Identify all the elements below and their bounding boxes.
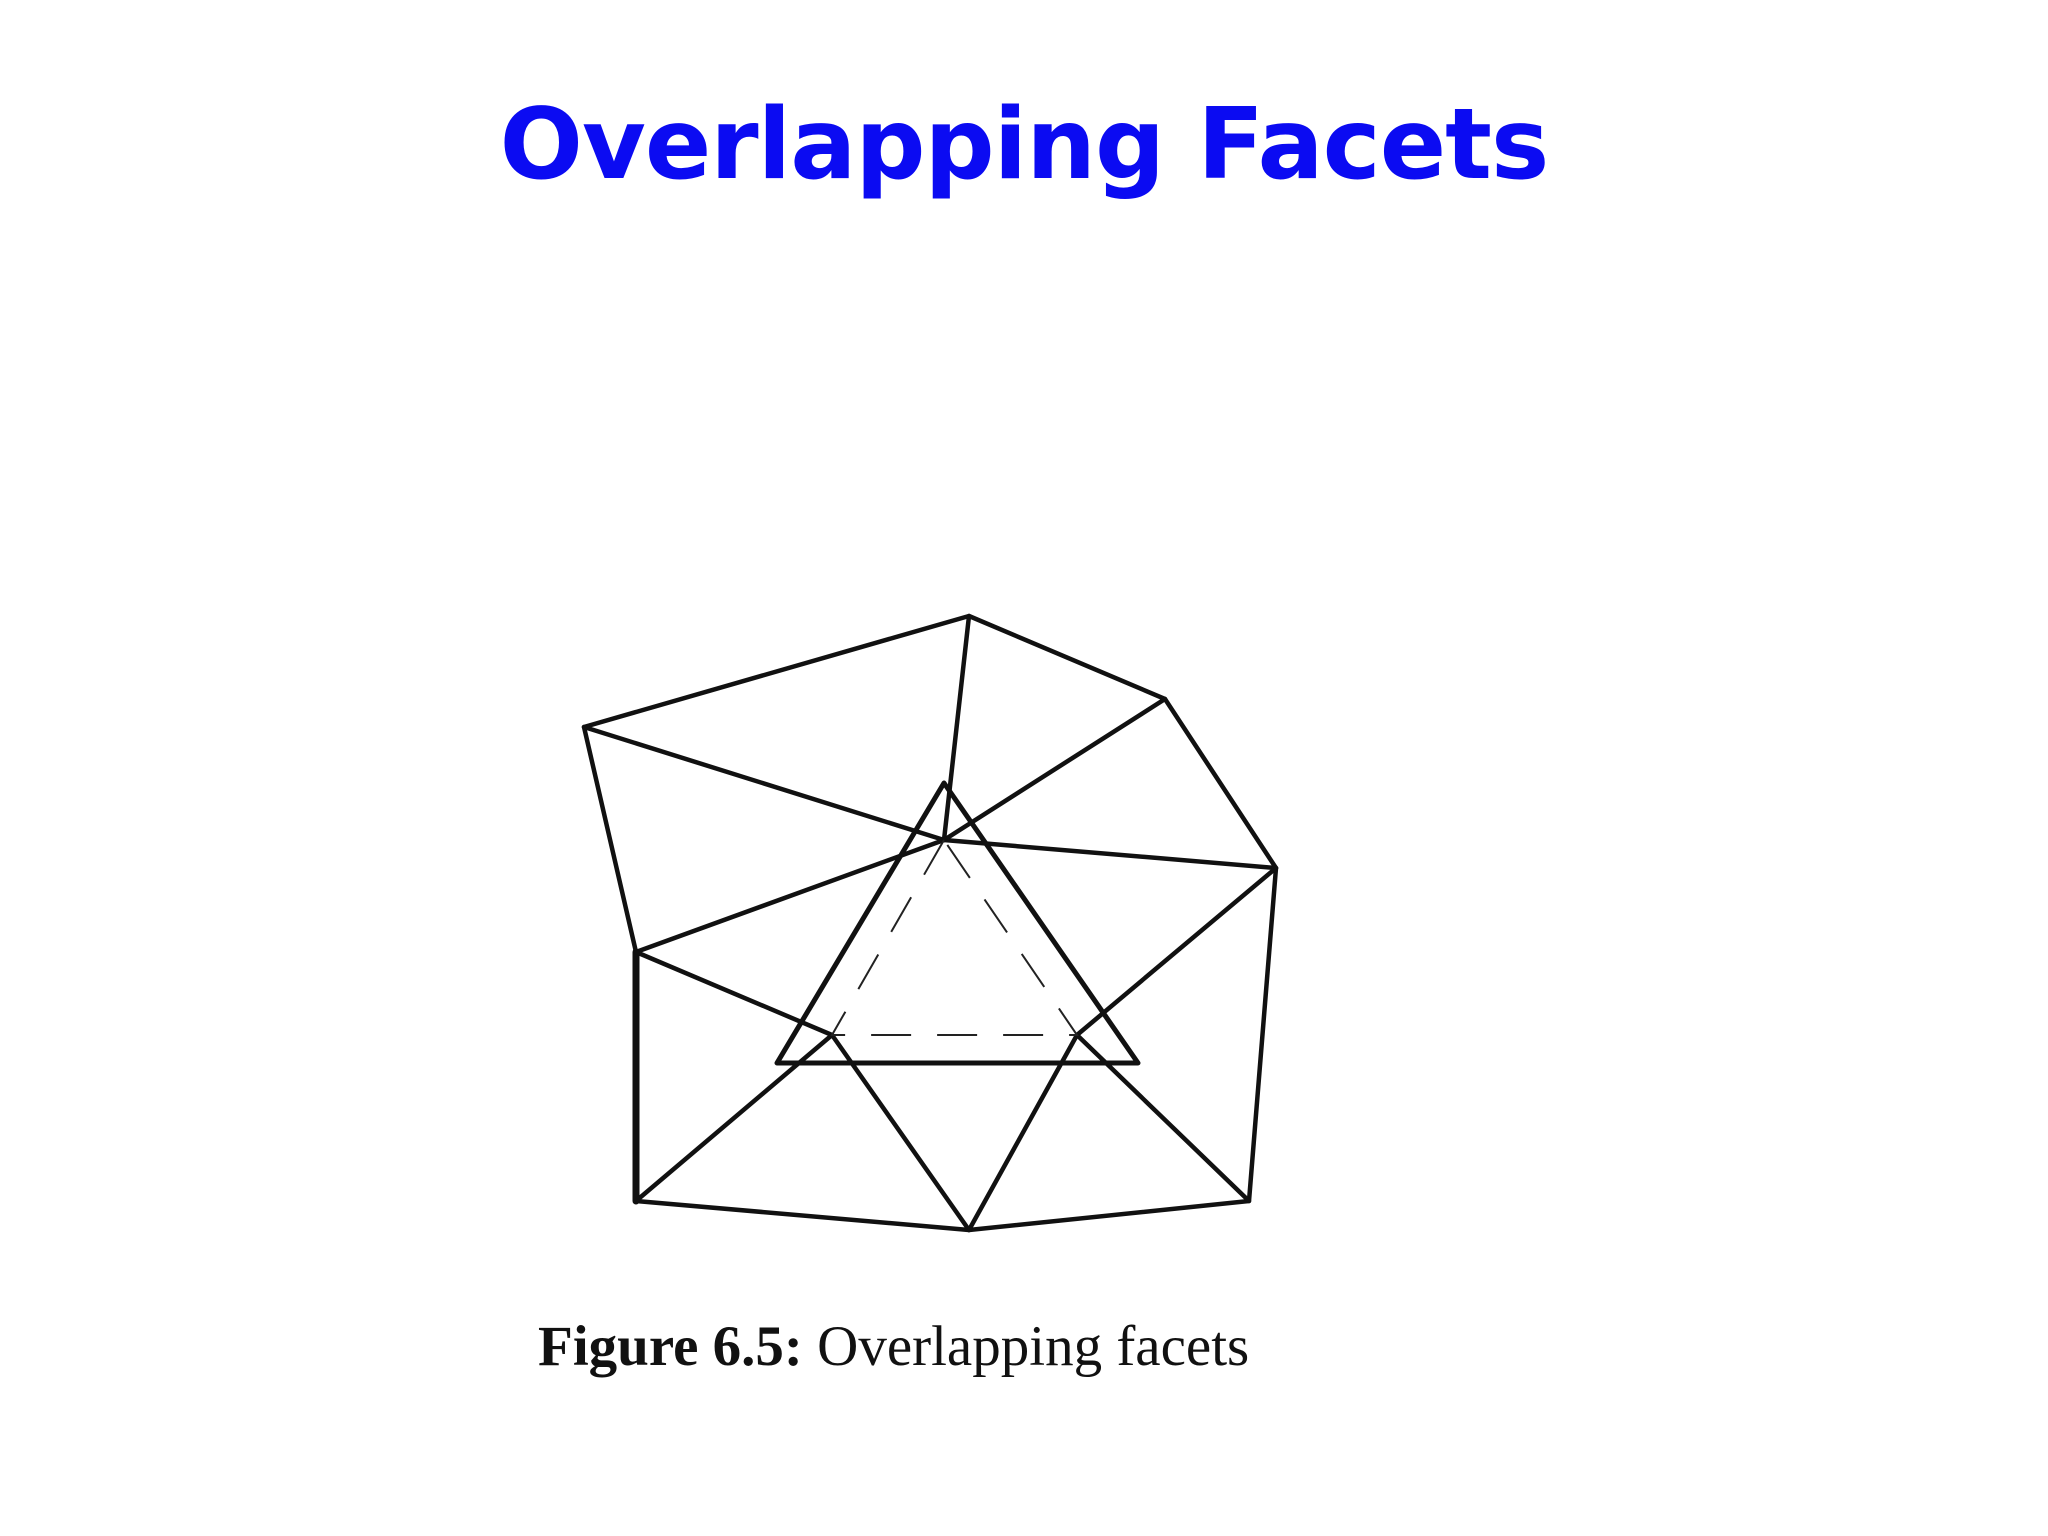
mesh-edge xyxy=(1074,1032,1252,1204)
mesh-edge xyxy=(941,696,1168,843)
figure-caption-text: Overlapping facets xyxy=(817,1315,1250,1378)
figure-caption-label: Figure 6.5: xyxy=(538,1315,803,1378)
slide-title: Overlapping Facets xyxy=(499,88,1550,202)
figure-caption: Figure 6.5: Overlapping facets xyxy=(538,1312,1249,1382)
mesh-outer-boundary xyxy=(581,613,1279,1233)
mesh-edge xyxy=(1074,865,1279,1038)
mesh-edge xyxy=(633,837,947,955)
mesh-edge xyxy=(633,1032,835,1204)
mesh-edge xyxy=(966,1032,1080,1233)
hidden-inner-triangle-dashed xyxy=(830,838,1079,1036)
mesh-edge xyxy=(941,837,1279,871)
mesh-edge xyxy=(829,1032,972,1233)
mesh-edge xyxy=(941,613,972,843)
overlapping-triangle-facet xyxy=(774,780,1141,1066)
mesh-edge xyxy=(581,724,947,843)
